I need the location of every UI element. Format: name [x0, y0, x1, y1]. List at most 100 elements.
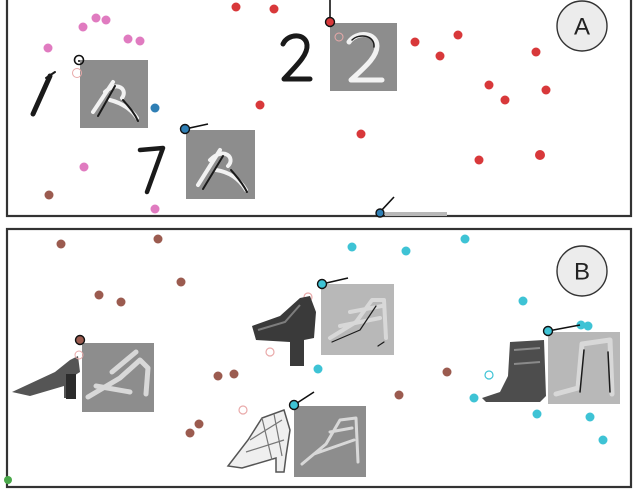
- scatter-dot: [135, 36, 145, 46]
- panel-a-label: A: [574, 14, 590, 41]
- scatter-dot: [238, 405, 248, 415]
- anchor-marker: [542, 325, 554, 337]
- scatter-dot: [101, 15, 111, 25]
- scatter-dot: [116, 297, 126, 307]
- panel-b: B: [4, 227, 633, 489]
- thumbnail-shadow: [579, 349, 611, 393]
- anchor-marker-inner: [334, 32, 344, 42]
- scatter-dot: [150, 103, 160, 113]
- scatter-dot: [4, 476, 12, 484]
- thumbnail-shadow: [351, 35, 375, 48]
- scatter-dot: [313, 364, 323, 374]
- scatter-dot: [176, 277, 186, 287]
- scatter-dot: [185, 428, 195, 438]
- scatter-dot: [500, 95, 510, 105]
- scatter-dot: [150, 204, 160, 214]
- scatter-dot: [43, 43, 53, 53]
- digit-one-tail: [45, 71, 56, 79]
- thumbnail-shoe: [328, 298, 388, 340]
- heel-pattern: [245, 413, 285, 461]
- anchor-marker: [375, 208, 385, 218]
- scatter-dot: [91, 13, 101, 23]
- anchor-marker: [324, 16, 336, 28]
- scatter-dot: [94, 290, 104, 300]
- scatter-dot: [576, 320, 586, 330]
- thumbnail-shadow: [97, 85, 139, 122]
- panel-a: A: [5, 0, 633, 218]
- sandal-glyph: [12, 356, 80, 398]
- scatter-dot: [435, 51, 445, 61]
- digit-one-glyph: [30, 73, 53, 117]
- scatter-dot: [56, 239, 66, 249]
- sample-digit-2: [280, 0, 397, 91]
- scatter-dot: [229, 369, 239, 379]
- sandal-heel: [66, 374, 76, 399]
- anchor-marker: [316, 278, 328, 290]
- scatter-dot: [44, 190, 54, 200]
- sample-heel: [226, 391, 366, 477]
- scatter-dot: [401, 246, 411, 256]
- bootie-glyph: [252, 296, 316, 366]
- scatter-dot: [453, 30, 463, 40]
- scatter-dot: [347, 242, 357, 252]
- scatter-dot: [541, 85, 551, 95]
- scatter-dot: [518, 296, 528, 306]
- scatter-dot: [269, 4, 279, 14]
- anchor-marker: [74, 334, 86, 346]
- scatter-dot: [583, 321, 593, 331]
- scatter-dot: [356, 129, 366, 139]
- panel-b-badge: B: [556, 245, 608, 297]
- scatter-dot: [231, 2, 241, 12]
- thumbnail-stroke: [346, 32, 385, 83]
- digit-seven-glyph: [137, 145, 166, 195]
- scatter-dot: [265, 347, 275, 357]
- thumbnail-shoe: [553, 337, 615, 397]
- thumbnail-shadow: [202, 155, 248, 193]
- heel-glyph: [226, 409, 291, 473]
- digit-two-glyph: [280, 33, 313, 82]
- scatter-dot: [79, 162, 89, 172]
- sample-boot: [482, 324, 620, 404]
- anchor-marker: [288, 399, 300, 411]
- scatter-dot: [394, 390, 404, 400]
- sample-digit-7: [137, 123, 255, 199]
- badge-circle: [556, 245, 608, 297]
- scatter-dot: [410, 37, 420, 47]
- sample-partial: [375, 196, 447, 218]
- bootie-highlight: [257, 304, 301, 331]
- scatter-dot: [442, 367, 452, 377]
- panel-a-badge: A: [556, 0, 608, 52]
- scatter-dot: [469, 393, 479, 403]
- scatter-dot: [194, 419, 204, 429]
- scatter-dot: [484, 80, 494, 90]
- badge-circle: [556, 0, 608, 52]
- panel-b-label: B: [574, 259, 590, 286]
- scatter-dot: [474, 155, 484, 165]
- boot-glyph: [482, 340, 546, 402]
- scatter-dot: [213, 371, 223, 381]
- anchor-marker-inner: [72, 68, 82, 78]
- sample-sandal: [12, 334, 154, 412]
- sample-thumbnail: [385, 212, 447, 216]
- scatter-dot: [78, 22, 88, 32]
- scatter-dot: [123, 34, 133, 44]
- anchor-marker: [179, 123, 191, 135]
- panel-b-scatter: [4, 234, 614, 484]
- scatter-dot: [153, 234, 163, 244]
- scatter-dot: [531, 47, 541, 57]
- scatter-dot: [255, 100, 265, 110]
- sample-digit-1: [30, 54, 148, 128]
- thumbnail-shoe: [85, 349, 151, 400]
- thumbnail-shoe: [300, 416, 360, 466]
- anchor-marker-inner: [74, 350, 84, 360]
- sample-bootie: [252, 277, 394, 366]
- thumbnail-shadow: [331, 305, 385, 347]
- anchor-marker: [73, 54, 85, 66]
- panel-a-scatter: [43, 2, 551, 214]
- scatter-dot: [532, 409, 542, 419]
- boot-detail: [513, 347, 541, 365]
- scatter-dot: [460, 234, 470, 244]
- scatter-dot: [585, 412, 595, 422]
- scatter-dot: [484, 370, 494, 380]
